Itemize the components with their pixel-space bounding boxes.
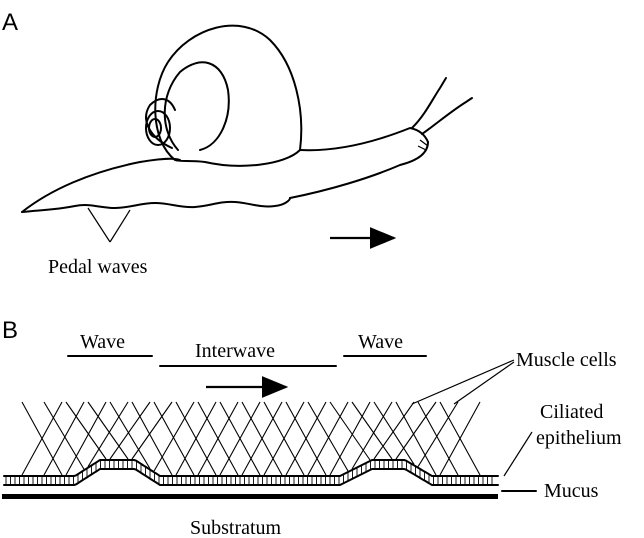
muscle-cell bbox=[175, 401, 217, 476]
muscle-cell bbox=[373, 401, 415, 460]
muscle-cell bbox=[21, 401, 63, 476]
wave-label-1: Wave bbox=[80, 331, 125, 353]
epithelium-top-edge bbox=[3, 459, 499, 477]
snail-shell-whorl bbox=[163, 61, 230, 151]
muscle-cell bbox=[87, 401, 129, 460]
snail-body-top bbox=[21, 127, 429, 213]
muscle-cell bbox=[65, 401, 107, 476]
muscle-cell bbox=[351, 401, 393, 460]
snail-foot bbox=[21, 197, 291, 213]
epithelium-bottom-edge bbox=[3, 468, 499, 486]
panel-a-letter: A bbox=[2, 9, 18, 36]
snail-mouth-detail bbox=[417, 139, 429, 151]
muscle-cell bbox=[329, 401, 371, 476]
pedal-waves-pointer-left bbox=[87, 207, 111, 243]
muscle-cell bbox=[395, 401, 437, 460]
muscle-cell bbox=[43, 401, 85, 470]
ciliated-epithelium-band bbox=[3, 459, 499, 486]
snail-drawing bbox=[21, 24, 473, 213]
muscle-cell bbox=[65, 401, 107, 460]
panel-b: B Wave Interwave Wave Muscle cells Cilia… bbox=[2, 317, 622, 538]
muscle-cell bbox=[417, 401, 459, 476]
muscle-cell bbox=[109, 401, 151, 460]
muscle-cell bbox=[373, 401, 415, 465]
muscle-cell bbox=[439, 401, 481, 476]
muscle-cell bbox=[153, 401, 195, 476]
muscle-cell bbox=[417, 401, 459, 467]
snail-shell-apex-core bbox=[148, 118, 162, 138]
muscle-cell bbox=[109, 401, 151, 469]
muscle-cell bbox=[285, 401, 327, 476]
muscle-cell bbox=[131, 401, 173, 476]
muscle-cell bbox=[307, 401, 349, 476]
muscle-cell bbox=[197, 401, 239, 476]
snail-shell-apex bbox=[145, 110, 171, 146]
muscle-cell bbox=[43, 401, 85, 476]
pedal-waves-label: Pedal waves bbox=[48, 256, 148, 278]
mucus-label: Mucus bbox=[544, 480, 599, 502]
muscle-cell bbox=[219, 401, 261, 476]
muscle-cell bbox=[131, 401, 173, 460]
ciliated-label-line1: Ciliated bbox=[540, 401, 603, 423]
muscle-cell bbox=[263, 401, 305, 476]
muscle-cell bbox=[153, 401, 195, 472]
muscle-cell bbox=[87, 401, 129, 467]
muscle-cell bbox=[395, 401, 437, 476]
snail-tentacle-2 bbox=[421, 97, 473, 135]
muscle-cells-label: Muscle cells bbox=[516, 349, 617, 371]
snail-shell bbox=[154, 24, 303, 167]
muscle-cell-lattice bbox=[21, 401, 481, 476]
snail-tentacle-1 bbox=[411, 77, 447, 129]
panel-a: A Pedal waves bbox=[2, 9, 473, 278]
panel-b-letter: B bbox=[2, 317, 18, 344]
muscle-cell bbox=[241, 401, 283, 476]
substratum-label: Substratum bbox=[190, 517, 282, 538]
muscle-cell bbox=[307, 401, 349, 472]
wave-label-2: Wave bbox=[358, 331, 403, 353]
pedal-waves-pointer-right bbox=[109, 209, 131, 243]
snail-head bbox=[289, 141, 429, 199]
muscle-cell bbox=[351, 401, 393, 470]
ciliated-pointer bbox=[503, 431, 533, 477]
ciliated-label-line2: epithelium bbox=[536, 427, 622, 449]
interwave-label: Interwave bbox=[195, 340, 275, 362]
muscle-cells-pointer-2 bbox=[453, 361, 515, 405]
substratum-line bbox=[2, 494, 498, 499]
muscle-cells-pointer-1 bbox=[411, 359, 515, 405]
